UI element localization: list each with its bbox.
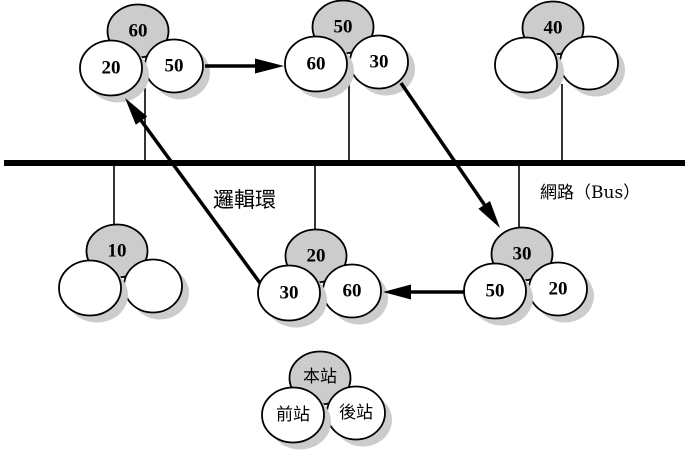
predecessor-label: 20 [102,58,121,79]
station-group-bottom-middle: 20 60 30 [257,228,388,328]
predecessor-node [494,36,558,94]
legend-predecessor-node [261,386,325,444]
station-label: 60 [129,21,148,42]
ring-label: 邏輯環 [213,188,276,212]
ring-arrow-4 [125,98,262,285]
station-label: 10 [108,241,127,262]
station-group-top-middle: 50 30 60 [284,0,415,99]
arrowhead-icon [255,58,284,74]
successor-label: 30 [370,52,389,73]
arrowhead-icon [478,201,500,228]
ring-arrow-3 [383,284,465,300]
arrowhead-icon [125,98,148,125]
predecessor-label: 60 [307,54,326,75]
arrow-shaft [138,117,262,285]
predecessor-node [79,39,143,97]
successor-label: 60 [343,281,362,302]
legend-successor-label: 後站 [339,403,373,423]
predecessor-node [257,264,321,322]
successor-node [559,35,619,91]
predecessor-label: 30 [280,283,299,304]
predecessor-label: 50 [486,281,505,302]
ring-arrow-2 [399,82,500,228]
station-group-bottom-left: 10 [58,223,189,323]
predecessor-node [284,35,348,93]
bus-label: 網路（Bus） [540,183,640,203]
bus-line [4,160,685,166]
arrowhead-icon [383,284,411,300]
station-label: 20 [307,246,326,267]
legend-predecessor-label: 前站 [276,405,310,425]
arrow-shaft [399,82,488,208]
station-group-top-right: 40 [494,0,625,100]
successor-label: 20 [549,279,568,300]
predecessor-node [58,259,122,317]
ring-arrow-1 [205,58,284,74]
station-label: 40 [544,18,563,39]
successor-label: 50 [165,56,184,77]
station-label: 50 [334,17,353,38]
station-label: 30 [513,244,532,265]
legend-station-label: 本站 [303,367,337,387]
successor-node [123,258,183,314]
station-group-top-left: 60 50 20 [79,3,210,103]
legend-group: 本站 後站 前站 [261,350,392,450]
station-group-bottom-right: 30 20 50 [463,226,594,326]
